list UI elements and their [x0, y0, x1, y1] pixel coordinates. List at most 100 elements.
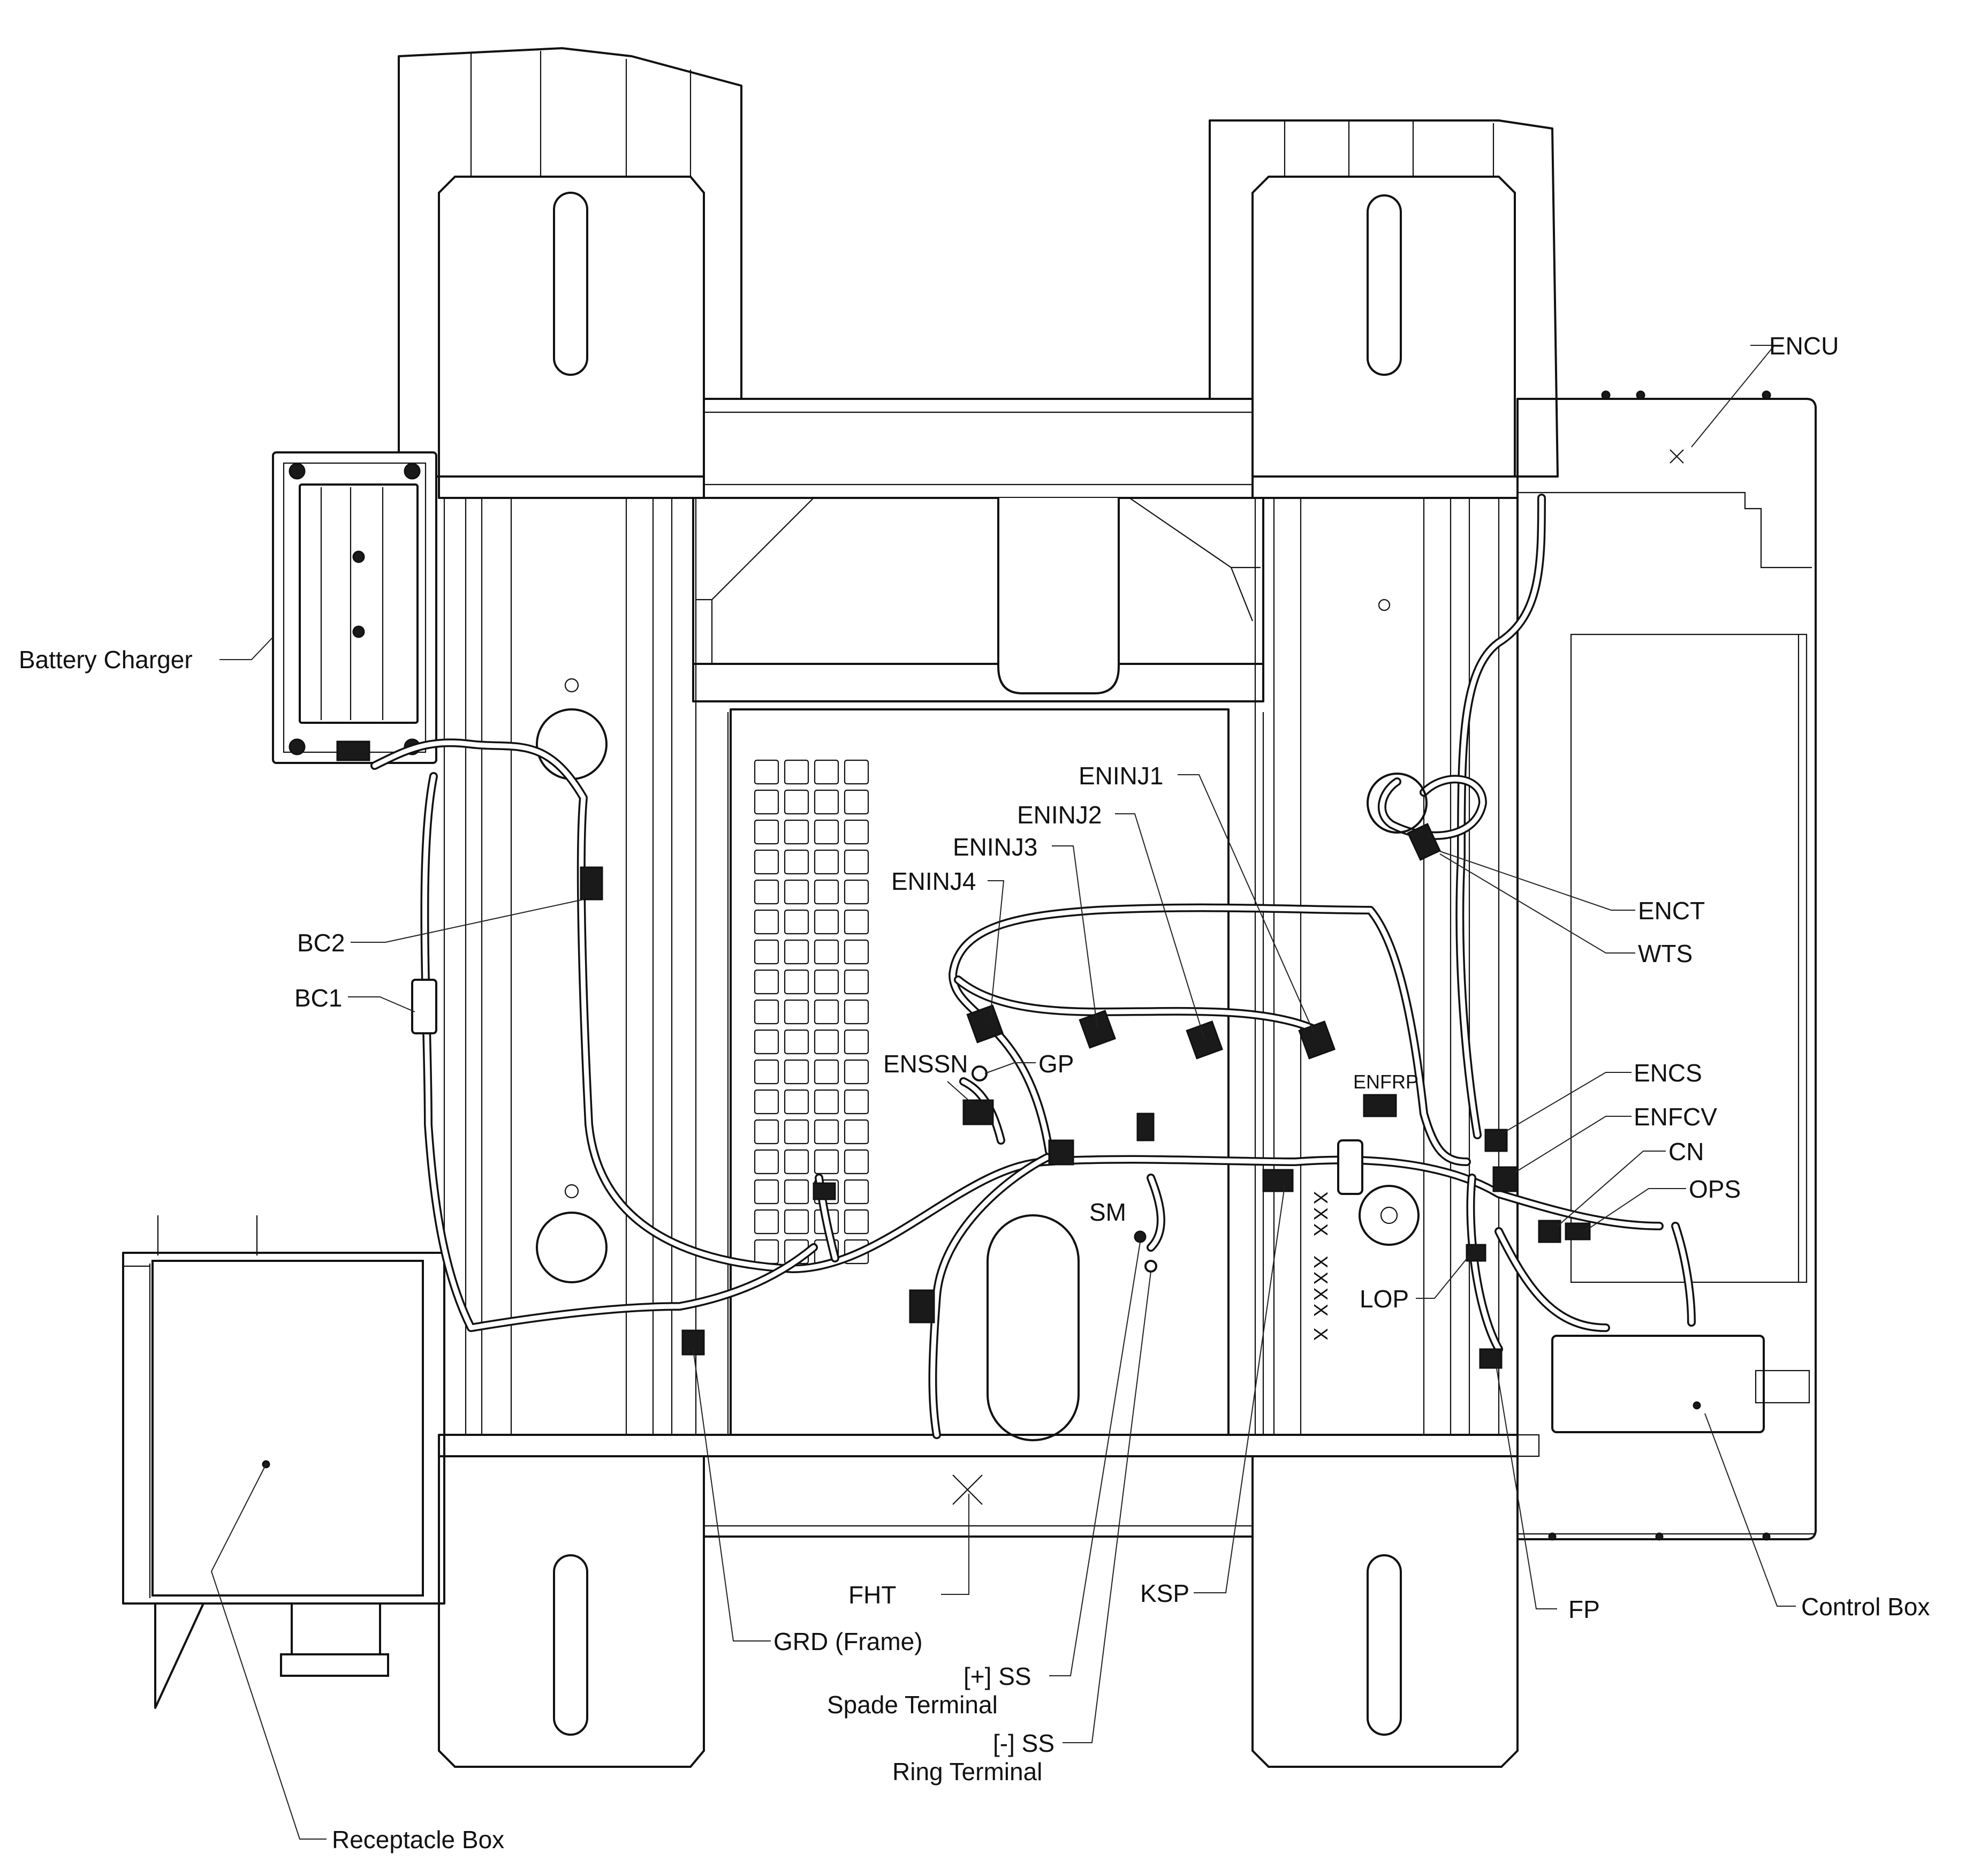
label-eninj3: ENINJ3: [953, 833, 1037, 861]
sm-connector: [1136, 1113, 1155, 1141]
vent-slot: [784, 789, 809, 815]
eninj4-connector: [966, 1004, 1004, 1043]
vent-slot: [754, 1119, 779, 1145]
label-cn: CN: [1668, 1138, 1704, 1166]
vent-slot: [784, 819, 809, 845]
vent-slot: [784, 879, 809, 905]
vent-slot: [754, 1059, 779, 1085]
vent-slot: [844, 969, 869, 995]
label-ring-terminal: Ring Terminal: [892, 1758, 1042, 1786]
control-box-dot: [1693, 1401, 1701, 1410]
gp-terminal: [972, 1065, 988, 1081]
vent-slot: [784, 759, 809, 785]
vent-slot: [814, 1119, 839, 1145]
label-bc1: BC1: [294, 984, 342, 1012]
eninj3-connector: [1079, 1010, 1116, 1049]
vent-slot: [754, 759, 779, 785]
lop-sensor-ring: [1359, 1185, 1420, 1246]
label-encs: ENCS: [1634, 1059, 1702, 1087]
label-enct: ENCT: [1638, 897, 1705, 925]
label-neg-ss: [-] SS: [993, 1729, 1054, 1757]
label-fp: FP: [1568, 1595, 1600, 1623]
ops-connector: [1565, 1222, 1591, 1240]
vent-slot: [754, 999, 779, 1025]
vent-slot: [814, 939, 839, 965]
vent-slot: [814, 1029, 839, 1055]
wire-harness: [370, 494, 1696, 1439]
vent-slot: [844, 1119, 869, 1145]
encu-bolts: [1548, 390, 1771, 1541]
enfcv-connector: [1492, 1166, 1519, 1192]
vent-slot: [754, 909, 779, 935]
label-wts: WTS: [1638, 940, 1693, 967]
vent-slot: [844, 849, 869, 875]
vent-slot: [784, 999, 809, 1025]
vent-slot: [784, 939, 809, 965]
pos-ss-terminal: [1134, 1230, 1147, 1243]
vent-slot: [844, 1149, 869, 1175]
vent-slot: [844, 819, 869, 845]
vent-slot: [784, 1029, 809, 1055]
vent-slot: [814, 879, 839, 905]
label-ops: OPS: [1689, 1175, 1741, 1203]
vent-slot: [784, 1209, 809, 1235]
vent-slot: [814, 819, 839, 845]
label-ksp: KSP: [1140, 1579, 1189, 1607]
label-sm: SM: [1089, 1198, 1126, 1226]
ksp-mark-row1: XXX: [1310, 1191, 1332, 1239]
vent-slot: [784, 969, 809, 995]
ksp-mark-row3: X: [1310, 1328, 1332, 1341]
vent-slot: [754, 849, 779, 875]
vent-slot: [814, 1089, 839, 1115]
vent-slot: [784, 909, 809, 935]
vent-slot: [754, 1239, 779, 1265]
ksp-connector: [1262, 1169, 1294, 1192]
vent-grid: [754, 759, 869, 1265]
label-receptacle-box: Receptacle Box: [332, 1826, 504, 1854]
vent-slot: [754, 969, 779, 995]
vent-slot: [814, 789, 839, 815]
label-battery-charger: Battery Charger: [19, 646, 193, 674]
label-fht: FHT: [848, 1581, 896, 1609]
label-gp: GP: [1038, 1050, 1074, 1078]
bottom-crossmember: [438, 1434, 1519, 1768]
label-eninj4: ENINJ4: [891, 867, 976, 895]
battery-charger: [272, 451, 437, 764]
harness-components: [411, 773, 1591, 1369]
vent-slot: [844, 1089, 869, 1115]
vent-slot: [844, 1029, 869, 1055]
vent-slot: [784, 1059, 809, 1085]
center-panel: [727, 708, 1264, 1441]
vent-slot: [814, 909, 839, 935]
vent-slot: [844, 1209, 869, 1235]
enssn-connector: [962, 1099, 994, 1125]
vent-slot: [844, 999, 869, 1025]
vent-slot: [814, 1149, 839, 1175]
ksp-mark-row2: XXXX: [1310, 1255, 1332, 1320]
vent-slot: [844, 879, 869, 905]
enct-loop: [1367, 773, 1428, 834]
label-control-box: Control Box: [1801, 1593, 1930, 1621]
label-encu: ENCU: [1769, 332, 1839, 360]
label-grd-frame: GRD (Frame): [773, 1628, 923, 1655]
vent-slot: [784, 1179, 809, 1205]
vent-slot: [814, 1059, 839, 1085]
label-enfcv: ENFCV: [1634, 1103, 1717, 1131]
vent-slot: [754, 1179, 779, 1205]
vent-slot: [754, 939, 779, 965]
harness-clip-1: [813, 1182, 836, 1200]
top-crossmember: [692, 398, 1264, 702]
left-frame-rail: [398, 47, 742, 1435]
vent-slot: [784, 1149, 809, 1175]
vent-slot: [754, 1209, 779, 1235]
receptacle-box: [122, 1215, 445, 1709]
enfrp-connector: [1363, 1094, 1397, 1117]
label-pos-ss: [+] SS: [963, 1662, 1031, 1690]
eninj1-connector: [1298, 1020, 1336, 1060]
fht-x-mark-2: [952, 1474, 983, 1505]
vent-slot: [784, 849, 809, 875]
label-eninj1: ENINJ1: [1079, 762, 1163, 790]
connector-lower-left: [909, 1289, 935, 1323]
vent-slot: [844, 909, 869, 935]
lop-connector: [1466, 1244, 1486, 1262]
